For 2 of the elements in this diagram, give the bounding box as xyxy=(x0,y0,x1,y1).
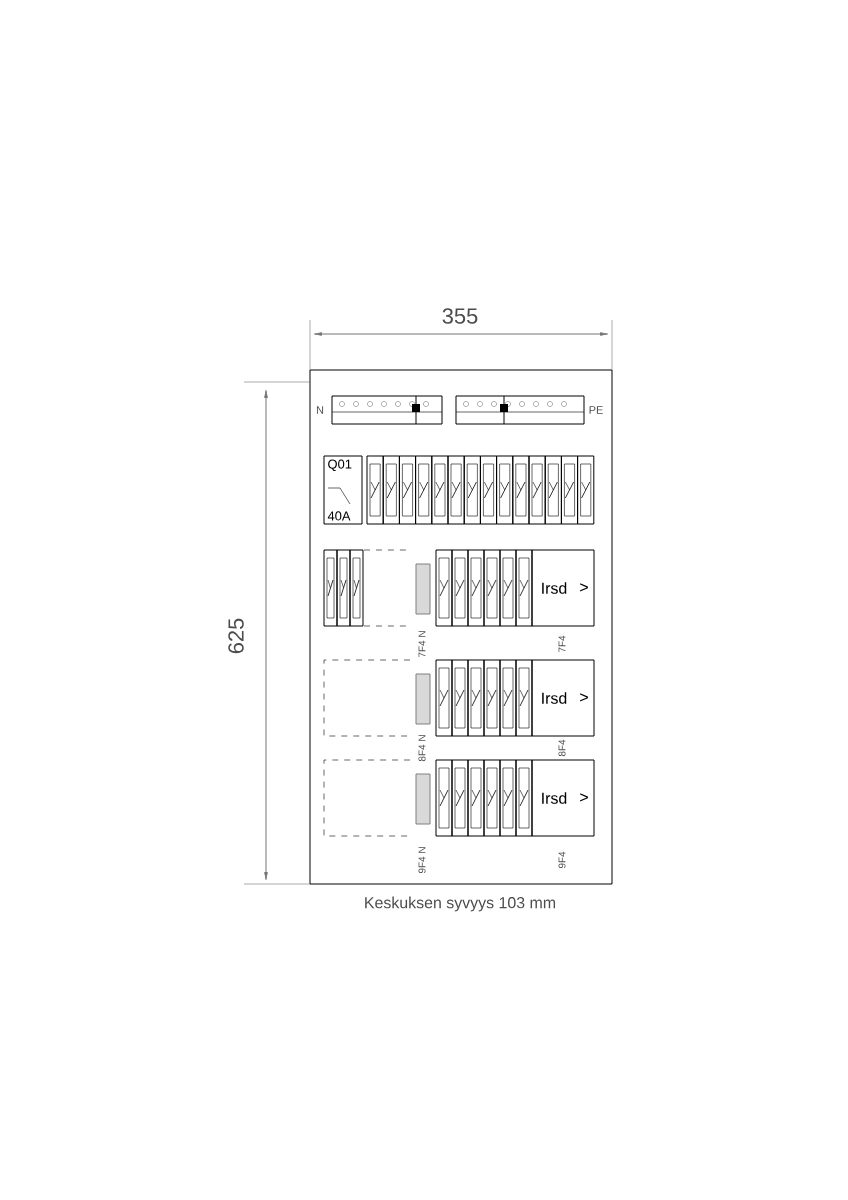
dimension-label: 625 xyxy=(228,618,244,654)
dimension-label: 355 xyxy=(442,308,478,324)
